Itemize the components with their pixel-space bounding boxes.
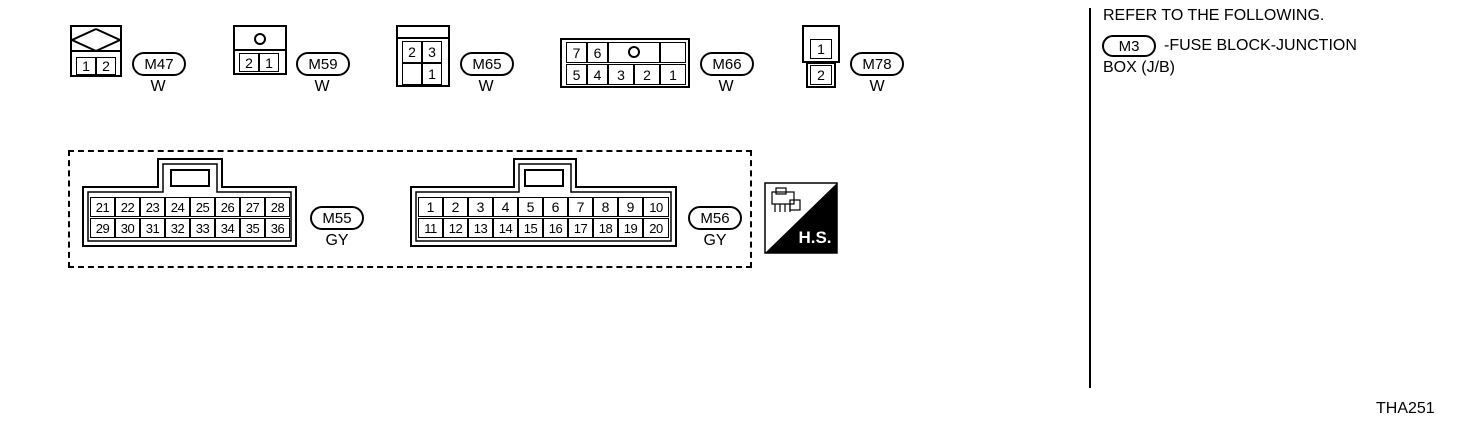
pin: 1 (76, 57, 96, 75)
connector-id-badge: M65 (460, 52, 514, 76)
pin: 3 (608, 64, 634, 85)
connector-id-badge: M55 (310, 206, 364, 230)
pin: 1 (259, 53, 279, 72)
pin: 36 (265, 218, 290, 238)
pin: 19 (618, 218, 643, 238)
pin: 35 (240, 218, 265, 238)
pin: 28 (265, 197, 290, 217)
pin: 2 (402, 41, 422, 63)
diamond-key-icon (72, 28, 120, 52)
pin: 1 (422, 63, 442, 85)
latch-circle-icon (628, 46, 640, 58)
pin: 5 (566, 64, 587, 85)
pin-empty (660, 42, 686, 63)
latch-circle-icon (254, 33, 266, 45)
pin: 27 (240, 197, 265, 217)
pin: 32 (165, 218, 190, 238)
connector-id-badge: M66 (700, 52, 754, 76)
pin-empty (402, 63, 422, 85)
pin: 23 (140, 197, 165, 217)
pin: 10 (643, 197, 669, 217)
pin: 2 (810, 65, 832, 85)
pin: 5 (518, 197, 543, 217)
connector-m78: 1 (802, 25, 840, 63)
reference-id-badge: M3 (1102, 35, 1156, 57)
pin: 4 (493, 197, 518, 217)
connector-id-badge: M59 (296, 52, 350, 76)
connector-shield-icon (764, 182, 838, 254)
pin: 2 (96, 57, 116, 75)
pin: 33 (190, 218, 215, 238)
wire-color-label: GY (703, 232, 727, 249)
connector-m66: 7 6 5 4 3 2 1 (560, 38, 690, 88)
connector-group-outline (68, 150, 752, 268)
figure-code: THA251 (1376, 400, 1435, 417)
pin: 26 (215, 197, 240, 217)
pin: 3 (468, 197, 493, 217)
connector-m56: 1 2 3 4 5 6 7 8 9 10 11 12 13 14 15 16 1… (410, 158, 678, 248)
pin: 14 (493, 218, 518, 238)
connector-m59: 2 1 (233, 25, 287, 75)
note-line-2: -FUSE BLOCK-JUNCTION (1164, 37, 1357, 54)
connector-id-badge: M47 (132, 52, 186, 76)
pin: 15 (518, 218, 543, 238)
wire-color-label: W (314, 78, 330, 95)
connector-m78-lower: 2 (806, 62, 836, 88)
pin: 31 (140, 218, 165, 238)
pin: 24 (165, 197, 190, 217)
wire-color-label: W (478, 78, 494, 95)
pin: 21 (90, 197, 115, 217)
connector-id-badge: M78 (850, 52, 904, 76)
pin: 30 (115, 218, 140, 238)
connector-id-badge: M56 (688, 206, 742, 230)
hs-label: H.S. (798, 228, 832, 247)
pin: 13 (468, 218, 493, 238)
wire-color-label: W (150, 78, 166, 95)
pin: 1 (418, 197, 443, 217)
pin: 1 (810, 39, 832, 59)
pin: 22 (115, 197, 140, 217)
pin: 9 (618, 197, 643, 217)
connector-m55: 21 22 23 24 25 26 27 28 29 30 31 32 33 3… (82, 158, 298, 248)
connector-m65: 2 3 1 (396, 25, 450, 87)
connector-m47: 1 2 (70, 25, 122, 77)
pin: 16 (543, 218, 568, 238)
pin: 11 (418, 218, 443, 238)
pin: 25 (190, 197, 215, 217)
note-line-3: BOX (J/B) (1103, 59, 1176, 76)
pin: 1 (660, 64, 686, 85)
wire-color-label: W (869, 78, 885, 95)
divider (1089, 8, 1091, 388)
wire-color-label: GY (325, 232, 349, 249)
pin: 6 (587, 42, 608, 63)
pin: 3 (422, 41, 442, 63)
pin: 17 (568, 218, 593, 238)
pin: 7 (566, 42, 587, 63)
pin: 2 (634, 64, 660, 85)
pin: 34 (215, 218, 240, 238)
pin: 7 (568, 197, 593, 217)
pin: 18 (593, 218, 618, 238)
pin: 4 (587, 64, 608, 85)
pin: 20 (643, 218, 669, 238)
pin: 29 (90, 218, 115, 238)
hs-badge: H.S. (764, 182, 838, 254)
pin: 6 (543, 197, 568, 217)
pin: 12 (443, 218, 468, 238)
note-line-1: REFER TO THE FOLLOWING. (1103, 7, 1325, 24)
pin: 2 (443, 197, 468, 217)
wire-color-label: W (718, 78, 734, 95)
pin: 2 (239, 53, 259, 72)
pin: 8 (593, 197, 618, 217)
